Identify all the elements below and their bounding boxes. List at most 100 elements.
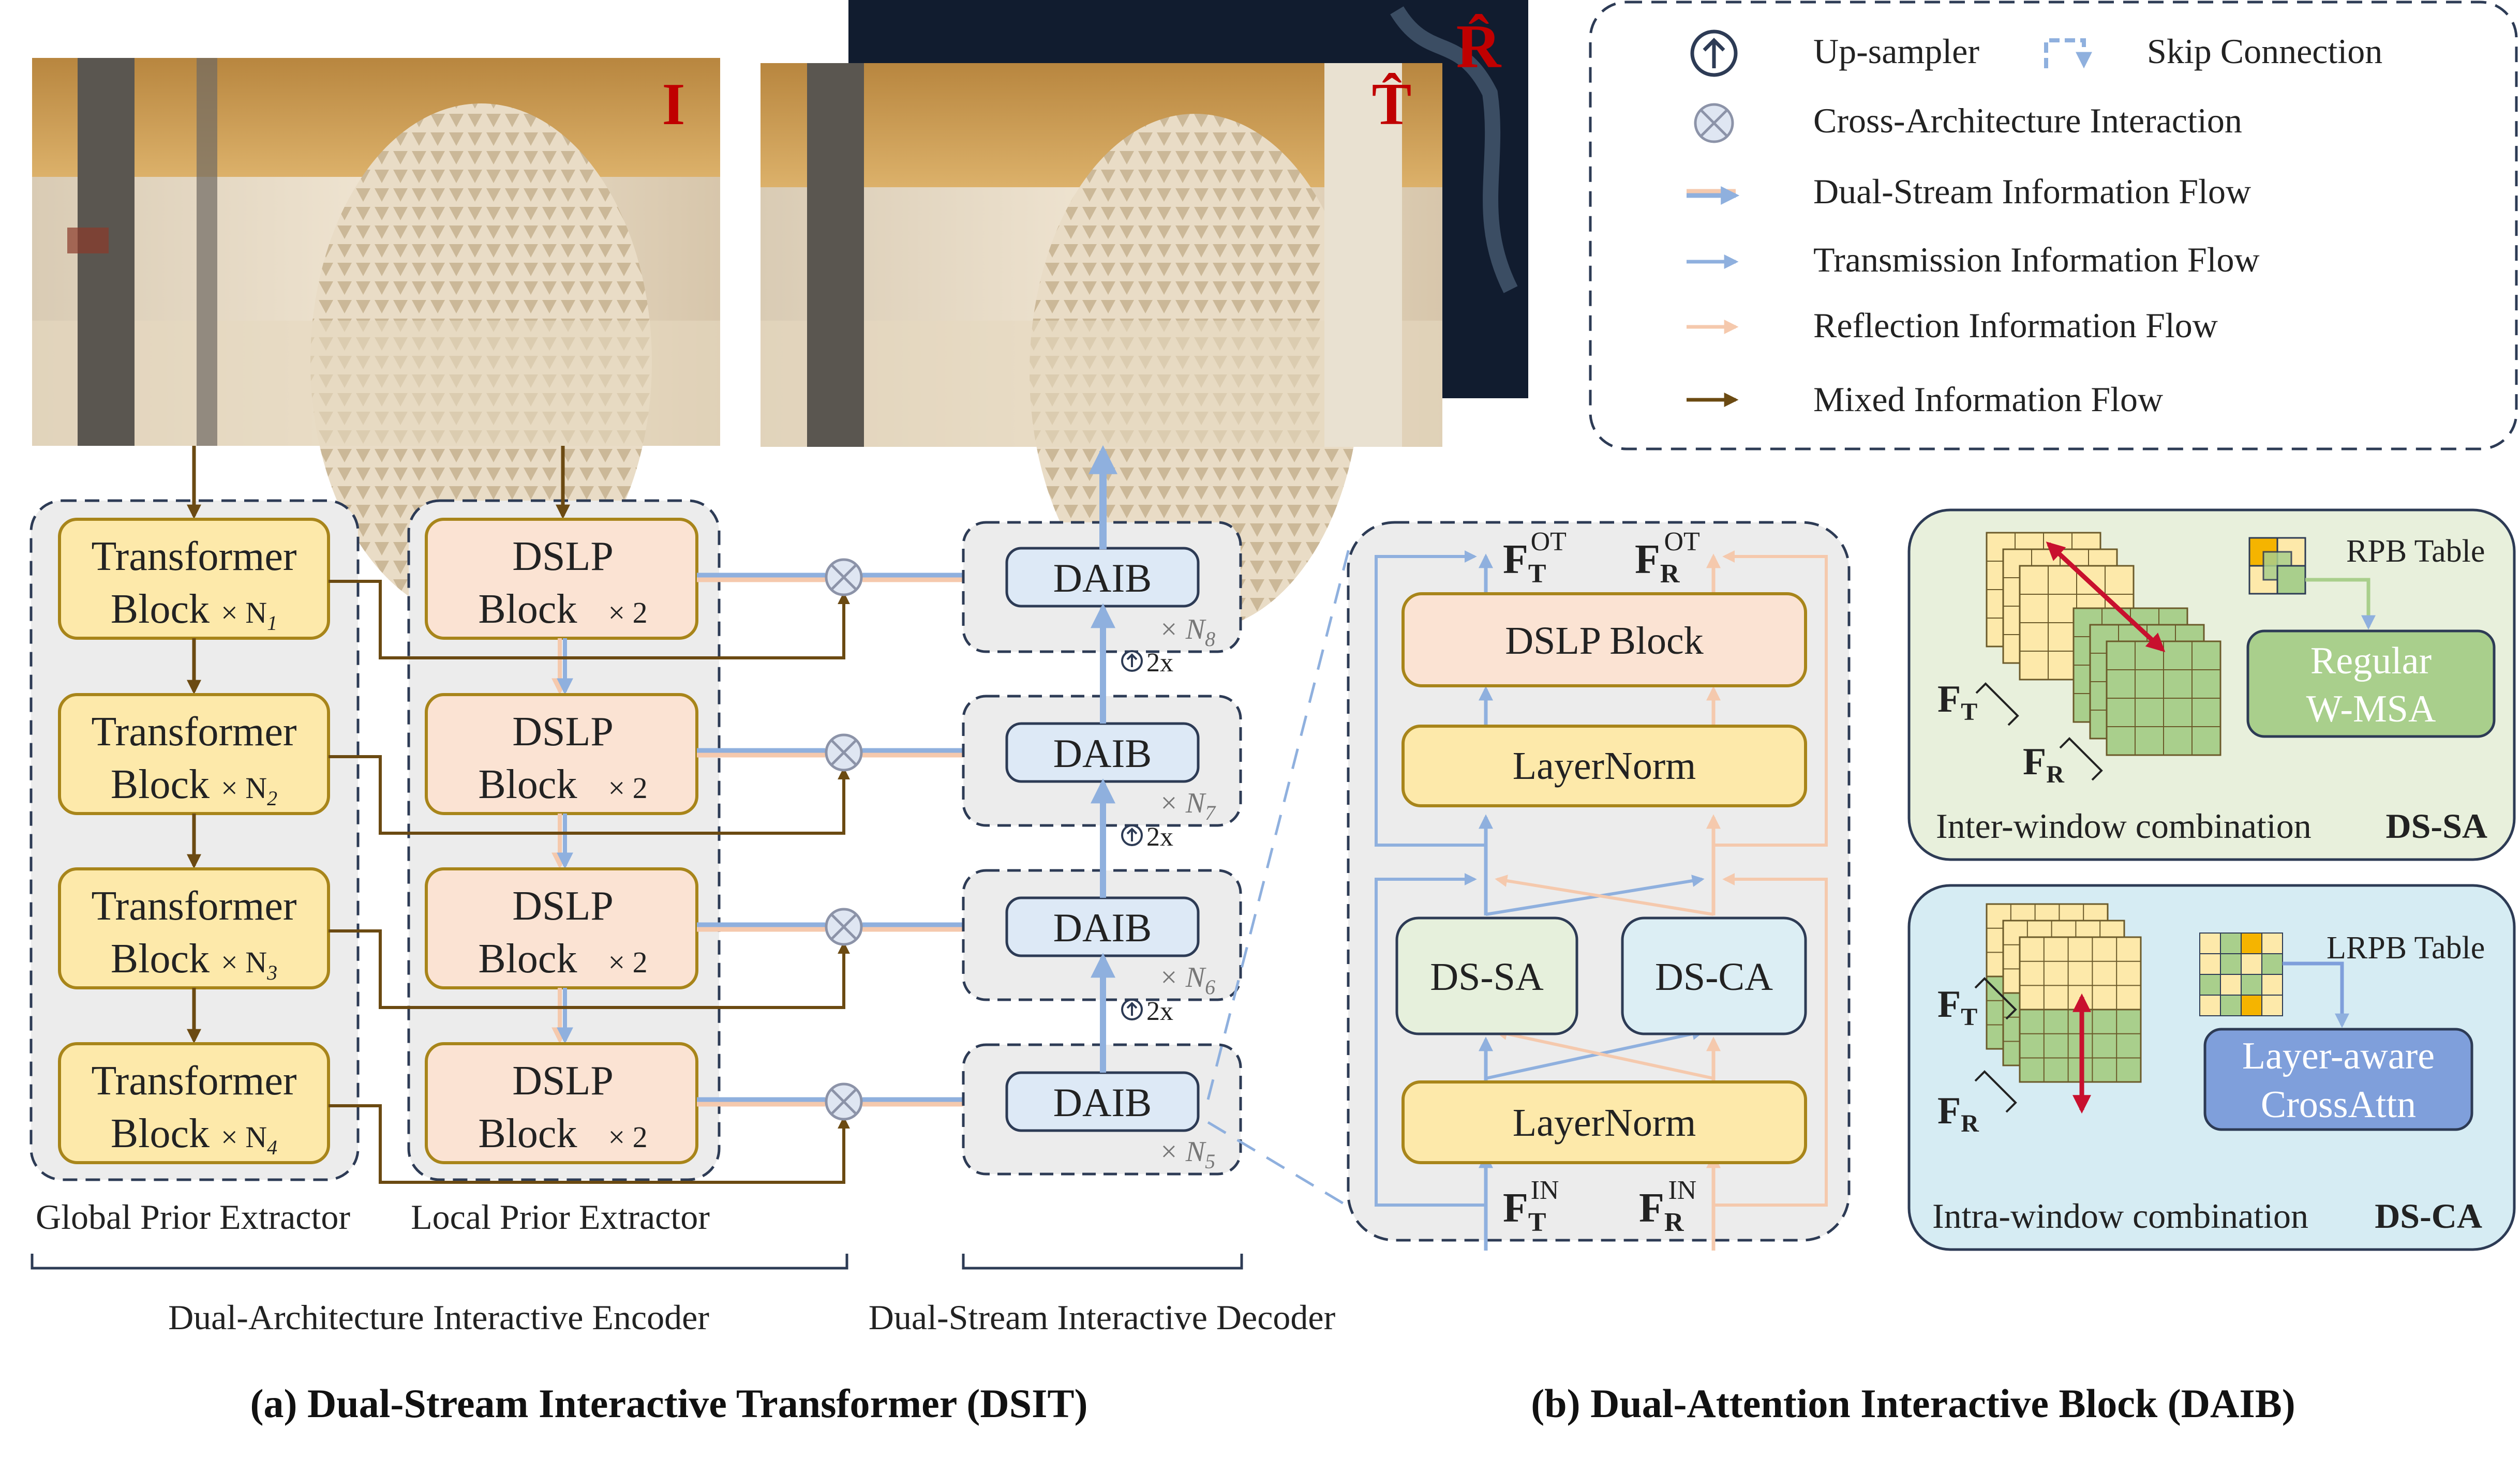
daib-group-4: DAIB× N5 — [962, 1043, 1242, 1176]
svg-text:CrossAttn: CrossAttn — [2261, 1084, 2416, 1126]
cross-interaction-icon-3 — [825, 908, 863, 946]
global-prior-label: Global Prior Extractor — [36, 1197, 350, 1237]
svg-text:DSLP: DSLP — [512, 709, 614, 755]
dsca-fr-brace — [1974, 1070, 2017, 1113]
cross-interaction-icon-1 — [825, 558, 863, 596]
ft-in-label: FTIN — [1503, 1176, 1559, 1237]
caption-a: (a) Dual-Stream Interactive Transformer … — [250, 1381, 1088, 1426]
svg-text:FTIN: FTIN — [1503, 1176, 1559, 1237]
dsca-fr-label: FR — [1937, 1090, 1979, 1137]
svg-text:Transformer: Transformer — [92, 709, 297, 755]
up-sampler-label-1: 2x — [1146, 648, 1173, 678]
fr-in-label: FRIN — [1639, 1176, 1696, 1237]
daib-group-2: DAIB× N7 — [962, 695, 1242, 827]
svg-text:Regular: Regular — [2310, 640, 2432, 682]
svg-text:Layer-aware: Layer-aware — [2242, 1035, 2435, 1077]
daib-dssa-block: DS-SA — [1395, 916, 1578, 1035]
svg-text:DSLP: DSLP — [512, 1058, 614, 1104]
legend-transmission: Transmission Information Flow — [1813, 240, 2260, 279]
svg-text:Transformer: Transformer — [92, 1058, 297, 1104]
photo-input: I — [32, 58, 720, 621]
dslp-block-4: DSLP Block× 2 — [425, 1042, 698, 1164]
daib-label-4: DAIB — [1053, 1080, 1152, 1125]
daib-label-2: DAIB — [1053, 731, 1152, 776]
daib-mult-1: × N8 — [1159, 613, 1215, 651]
dsca-tag: DS-CA — [2375, 1196, 2482, 1236]
legend-skip-connection: Skip Connection — [2147, 32, 2382, 71]
svg-text:DSLP: DSLP — [512, 883, 614, 929]
svg-text:Block× 2: Block× 2 — [478, 586, 647, 632]
daib-layernorm-bottom: LayerNorm — [1401, 1080, 1807, 1164]
up-sampler-icon-1: 2x — [1121, 648, 1173, 678]
up-sampler-label-3: 2x — [1146, 997, 1173, 1026]
mixed-flow-3 — [329, 929, 850, 1009]
legend-cross-arch: Cross-Architecture Interaction — [1813, 101, 2242, 140]
svg-text:FROT: FROT — [1635, 527, 1700, 589]
daib-label-1: DAIB — [1053, 555, 1152, 600]
svg-text:DS-SA: DS-SA — [1430, 955, 1544, 999]
dssa-ft-label: FT — [1937, 678, 1977, 726]
dsca-ft-label: FT — [1937, 983, 1977, 1031]
daib-flows — [1375, 550, 1828, 1251]
dssa-ft-brace — [1975, 682, 2019, 726]
zoom-guide-bottom — [1207, 1121, 1351, 1209]
reflection-label: R̂ — [1456, 12, 1502, 81]
svg-text:LayerNorm: LayerNorm — [1513, 1101, 1696, 1145]
skip-connection-icon — [2044, 38, 2092, 69]
input-label: I — [662, 71, 685, 137]
dslp-block-1: DSLP Block× 2 — [425, 518, 698, 640]
rpb-table-label: RPB Table — [2346, 534, 2485, 569]
svg-text:Block× 2: Block× 2 — [478, 936, 647, 982]
daib-detail: DSLP Block LayerNorm DS-SA DS-CA LayerNo… — [1347, 521, 1851, 1251]
regular-wmsa-block: Regular W-MSA — [2246, 629, 2496, 738]
dssa-fr-brace — [2059, 737, 2103, 781]
dssa-fr-window-3 — [2106, 640, 2221, 756]
svg-text:DSLP: DSLP — [512, 534, 614, 579]
svg-text:Block× N3: Block× N3 — [111, 936, 277, 984]
dssa-panel: RPB Table Regular W-MSA FT FR Inter-wind… — [1907, 508, 2516, 861]
legend: Up-sampler Skip Connection Cross-Archite… — [1589, 1, 2518, 450]
up-sampler-label-2: 2x — [1146, 822, 1173, 852]
dsca-panel: LRPB Table Layer-aware CrossAttn FT FR I… — [1907, 884, 2516, 1251]
dssa-fr-label: FR — [2023, 741, 2065, 788]
dslp-block-3: DSLP Block× 2 — [425, 867, 698, 989]
transmission-label: T̂ — [1372, 71, 1412, 137]
mixed-flow-1 — [329, 580, 850, 659]
legend-reflection: Reflection Information Flow — [1813, 306, 2218, 345]
dssa-tag: DS-SA — [2386, 806, 2488, 846]
svg-text:FRIN: FRIN — [1639, 1176, 1696, 1237]
daib-mult-2: × N7 — [1159, 787, 1216, 824]
local-prior-label: Local Prior Extractor — [411, 1197, 710, 1237]
dssa-caption: Inter-window combination — [1936, 806, 2312, 846]
svg-text:DS-CA: DS-CA — [1655, 955, 1773, 999]
daib-mult-4: × N5 — [1159, 1136, 1215, 1173]
up-sampler-icon — [1690, 29, 1738, 77]
daib-layernorm-top: LayerNorm — [1401, 725, 1807, 807]
cross-interaction-icon — [1694, 103, 1734, 143]
svg-text:Block× N1: Block× N1 — [111, 586, 277, 635]
ft-out-label: FTOT — [1503, 527, 1567, 589]
cross-interaction-icon-4 — [825, 1082, 863, 1121]
svg-text:Block× N4: Block× N4 — [111, 1111, 277, 1159]
legend-up-sampler: Up-sampler — [1813, 32, 1979, 71]
svg-text:LayerNorm: LayerNorm — [1513, 744, 1696, 788]
rpb-table-icon — [2248, 537, 2306, 595]
svg-text:Block× N2: Block× N2 — [111, 762, 277, 810]
svg-text:Transformer: Transformer — [92, 534, 297, 579]
svg-text:Block× 2: Block× 2 — [478, 1111, 647, 1156]
layer-aware-crossattn-block: Layer-aware CrossAttn — [2203, 1028, 2473, 1131]
mixed-flow-4 — [329, 1104, 850, 1184]
dsca-ft-brace — [1974, 977, 2017, 1020]
dsca-caption: Intra-window combination — [1932, 1196, 2308, 1236]
svg-text:FTOT: FTOT — [1503, 527, 1567, 589]
mixed-flow-2 — [329, 755, 850, 835]
daib-dslp-block: DSLP Block — [1401, 592, 1807, 687]
decoder-label: Dual-Stream Interactive Decoder — [869, 1298, 1336, 1337]
cross-interaction-icon-2 — [825, 733, 863, 772]
up-sampler-icon-2: 2x — [1121, 822, 1173, 852]
